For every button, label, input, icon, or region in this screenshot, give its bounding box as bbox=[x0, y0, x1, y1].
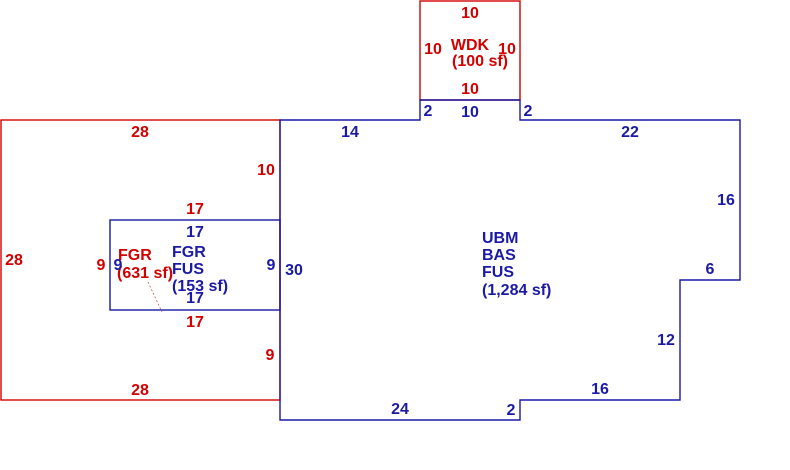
main-dim-right-notch: 6 bbox=[706, 261, 715, 278]
fgr-red-dim-inner-bottom: 17 bbox=[186, 314, 204, 331]
main-dim-top-right: 22 bbox=[621, 124, 639, 141]
main-line-4: (1,284 sf) bbox=[482, 282, 551, 299]
wdk-dim-left: 10 bbox=[424, 41, 442, 58]
wdk-dim-bottom: 10 bbox=[461, 81, 479, 98]
main-dim-bottom-left: 24 bbox=[391, 401, 409, 418]
main-dim-right-lower: 12 bbox=[657, 332, 675, 349]
main-line-1: UBM bbox=[482, 230, 518, 247]
fgr-red-dim-top: 28 bbox=[131, 124, 149, 141]
wdk-dim-top: 10 bbox=[461, 5, 479, 22]
fgr-red-dim-left: 28 bbox=[5, 252, 23, 269]
fgr-leader-line bbox=[147, 281, 163, 313]
fgr-blue-line-3: (153 sf) bbox=[172, 278, 228, 295]
main-dim-right-upper: 16 bbox=[717, 192, 735, 209]
wdk-code: WDK bbox=[451, 37, 490, 54]
main-dim-step-right: 2 bbox=[524, 103, 533, 120]
fgr-blue-line-1: FGR bbox=[172, 244, 206, 261]
fgr-red-size: (631 sf) bbox=[117, 265, 173, 282]
fgr-blue-dim-right: 9 bbox=[267, 257, 276, 274]
main-line-3: FUS bbox=[482, 264, 514, 281]
main-dim-top-left: 14 bbox=[341, 124, 359, 141]
fgr-red-dim-right-lower: 9 bbox=[266, 347, 275, 364]
fgr-red-dim-bottom: 28 bbox=[131, 382, 149, 399]
main-dim-bottom-step: 2 bbox=[507, 402, 516, 419]
fgr-blue-dim-left: 9 bbox=[114, 257, 123, 274]
fgr-blue-dim-top: 17 bbox=[186, 224, 204, 241]
fgr-red-dim-right-upper: 10 bbox=[257, 162, 275, 179]
fgr-blue-line-2: FUS bbox=[172, 261, 204, 278]
fgr-red-code: FGR bbox=[118, 247, 152, 264]
main-living-outline bbox=[279, 99, 741, 421]
wdk-size: (100 sf) bbox=[452, 53, 508, 70]
main-dim-step-top: 10 bbox=[461, 104, 479, 121]
main-dim-bottom-right: 16 bbox=[591, 381, 609, 398]
fgr-red-dim-inner-left: 9 bbox=[97, 257, 106, 274]
main-dim-step-left: 2 bbox=[424, 103, 433, 120]
wdk-dim-right: 10 bbox=[498, 41, 516, 58]
main-dim-left: 30 bbox=[285, 262, 303, 279]
fgr-blue-outline bbox=[109, 219, 281, 311]
main-line-2: BAS bbox=[482, 247, 516, 264]
fgr-red-dim-inner-top: 17 bbox=[186, 201, 204, 218]
fgr-blue-dim-bottom: 17 bbox=[186, 290, 204, 307]
